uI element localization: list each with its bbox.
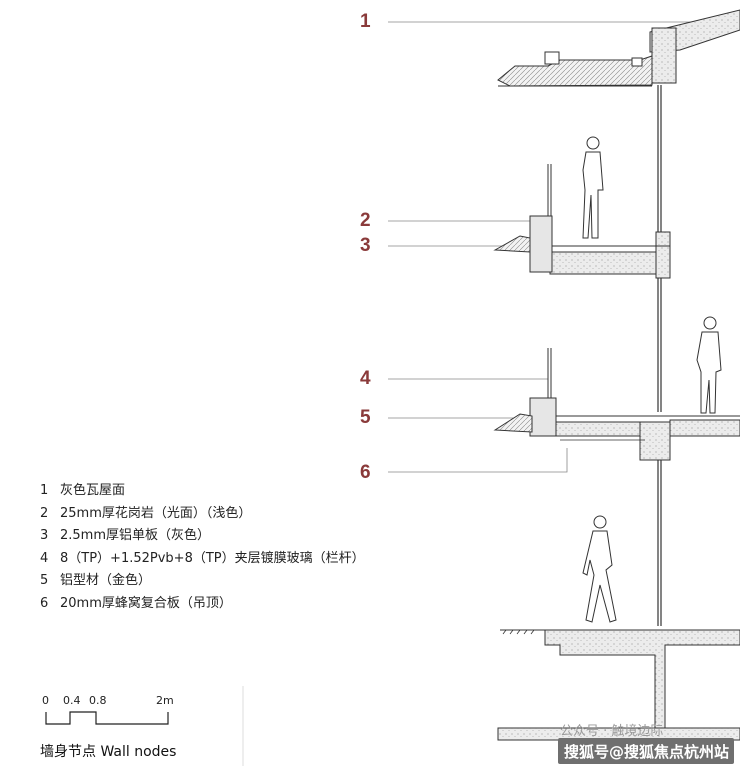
callout-4: 4 [360, 368, 371, 389]
scale-tick-0-8: 0.8 [89, 694, 107, 707]
legend-item: 4 8（TP）+1.52Pvb+8（TP）夹层镀膜玻璃（栏杆） [40, 548, 365, 571]
legend-number: 4 [40, 550, 49, 566]
scale-tick-0: 0 [42, 694, 49, 707]
legend-number: 1 [40, 483, 49, 498]
legend-item: 3 2.5mm厚铝单板（灰色） [40, 525, 365, 548]
leader-lines [388, 21, 740, 473]
legend-number: 3 [40, 528, 49, 543]
watermark-account: 公众号 · 触境边际 [560, 724, 664, 739]
callout-3: 3 [360, 235, 371, 256]
floor-slab-upper [493, 164, 671, 279]
legend-number: 6 [40, 595, 49, 611]
legend-item: 6 20mm厚蜂窝复合板（吊顶） [40, 593, 365, 616]
callout-2: 2 [360, 210, 371, 231]
callout-1: 1 [360, 11, 371, 32]
human-figure-lower [582, 515, 617, 623]
floor-slab-middle [493, 348, 740, 461]
legend-number: 2 [40, 505, 49, 521]
watermark-source: 搜狐号@搜狐焦点杭州站 [564, 743, 730, 761]
human-figure-upper [582, 136, 604, 239]
ground-slab [497, 629, 740, 741]
drawing-caption: 墙身节点 Wall nodes [40, 744, 177, 760]
callout-5: 5 [360, 407, 371, 428]
legend-item: 5 铝型材（金色） [40, 570, 365, 593]
curtain-wall [657, 85, 662, 626]
legend-text: 25mm厚花岗岩（光面）（浅色） [60, 505, 252, 521]
scale-bar [45, 711, 169, 725]
legend-text: 铝型材（金色） [60, 573, 152, 588]
callout-6: 6 [360, 462, 371, 483]
scale-tick-2m: 2m [156, 694, 174, 707]
legend-text: 8（TP）+1.52Pvb+8（TP）夹层镀膜玻璃（栏杆） [60, 550, 365, 566]
watermark-badge [558, 738, 734, 764]
legend-number: 5 [40, 573, 49, 588]
legend-text: 20mm厚蜂窝复合板（吊顶） [60, 595, 232, 611]
legend-text: 灰色瓦屋面 [60, 483, 126, 498]
roof-slab [497, 9, 740, 87]
legend-item: 2 25mm厚花岗岩（光面）（浅色） [40, 503, 365, 526]
human-figure-middle [696, 316, 722, 414]
legend-item: 1 灰色瓦屋面 [40, 480, 365, 503]
legend-text: 2.5mm厚铝单板（灰色） [60, 528, 211, 543]
leader-6 [388, 448, 568, 473]
scale-tick-0-4: 0.4 [63, 694, 81, 707]
